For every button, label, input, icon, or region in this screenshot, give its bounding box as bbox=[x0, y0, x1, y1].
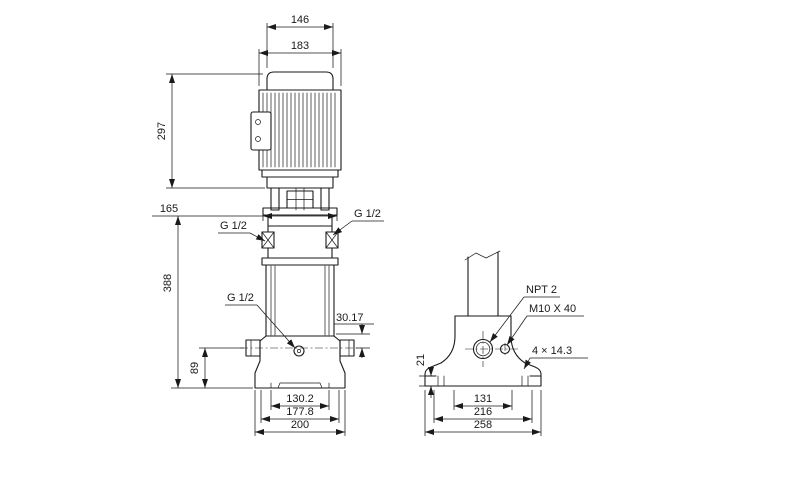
fan-cover bbox=[266, 71, 334, 91]
side-view-dimensions bbox=[419, 296, 588, 436]
leader-port-tr bbox=[332, 220, 353, 236]
dim-text-1302: 130.2 bbox=[286, 393, 314, 405]
leader-port-mid bbox=[256, 304, 296, 349]
dim-text-388: 388 bbox=[162, 274, 174, 292]
front-view bbox=[240, 71, 362, 389]
ext-lines-146 bbox=[266, 23, 334, 68]
labels: 146 183 297 165 G 1/2 G 1/2 388 G 1/2 30… bbox=[156, 14, 576, 431]
front-view-dimensions bbox=[152, 23, 384, 436]
cable-entry bbox=[255, 136, 261, 142]
dim-text-146: 146 bbox=[291, 14, 309, 26]
leader-bolt bbox=[506, 315, 528, 346]
sleeve-top-plate bbox=[261, 257, 339, 266]
motor-flange bbox=[261, 169, 339, 178]
leader-npt bbox=[489, 296, 525, 343]
staybolts bbox=[270, 265, 330, 336]
port-label-npt: NPT 2 bbox=[526, 284, 557, 296]
dim-text-3017: 30.17 bbox=[336, 312, 364, 324]
dim-text-216: 216 bbox=[474, 406, 492, 418]
pump-base bbox=[240, 335, 362, 389]
port-label-top-right: G 1/2 bbox=[354, 208, 381, 220]
dim-text-183: 183 bbox=[291, 40, 309, 52]
bolt-label: M10 X 40 bbox=[529, 303, 576, 315]
motor-stool bbox=[266, 176, 334, 189]
port-label-top-left: G 1/2 bbox=[220, 220, 247, 232]
coupling-section bbox=[262, 176, 338, 216]
foot-bolt-slots bbox=[437, 375, 529, 387]
outer-sleeve bbox=[265, 264, 335, 337]
dim-text-21: 21 bbox=[415, 354, 427, 366]
dim-text-131: 131 bbox=[474, 393, 492, 405]
holes-label: 4 × 14.3 bbox=[532, 345, 572, 357]
side-view bbox=[424, 250, 542, 387]
dim-text-297: 297 bbox=[156, 122, 168, 140]
motor-fins bbox=[262, 92, 336, 168]
port-label-mid: G 1/2 bbox=[227, 292, 254, 304]
pump-head bbox=[261, 214, 339, 259]
stool-post-left bbox=[270, 187, 280, 211]
pump-head-body bbox=[267, 214, 333, 259]
ext-lines-front-bottom bbox=[254, 390, 346, 436]
drain-plug-center bbox=[297, 349, 301, 353]
shaft bbox=[295, 187, 305, 211]
ext-lines-side-bottom bbox=[424, 390, 542, 436]
cable-entry bbox=[255, 119, 261, 125]
ext-lines-297 bbox=[166, 73, 265, 189]
outlet-pipe bbox=[467, 251, 499, 317]
motor bbox=[250, 71, 342, 178]
chamber-stack bbox=[261, 257, 339, 337]
dim-text-200: 200 bbox=[291, 419, 309, 431]
ext-lines-21 bbox=[419, 375, 425, 387]
base-recess bbox=[270, 382, 330, 389]
drain-plug bbox=[293, 345, 305, 357]
dim-text-258: 258 bbox=[474, 419, 492, 431]
ext-lines-183 bbox=[258, 49, 342, 86]
dim-text-1778: 177.8 bbox=[286, 406, 314, 418]
pipe-break-line bbox=[464, 250, 501, 261]
leader-port-tl bbox=[249, 232, 266, 242]
dim-text-89: 89 bbox=[189, 362, 201, 374]
dim-text-165: 165 bbox=[160, 203, 178, 215]
port-crosshairs bbox=[465, 331, 520, 367]
terminal-box bbox=[250, 111, 272, 151]
pump-head-flange bbox=[262, 207, 338, 216]
stool-post-right bbox=[320, 187, 330, 211]
base-body bbox=[254, 335, 346, 389]
side-plug-right bbox=[339, 339, 355, 357]
leader-holes bbox=[523, 357, 531, 370]
